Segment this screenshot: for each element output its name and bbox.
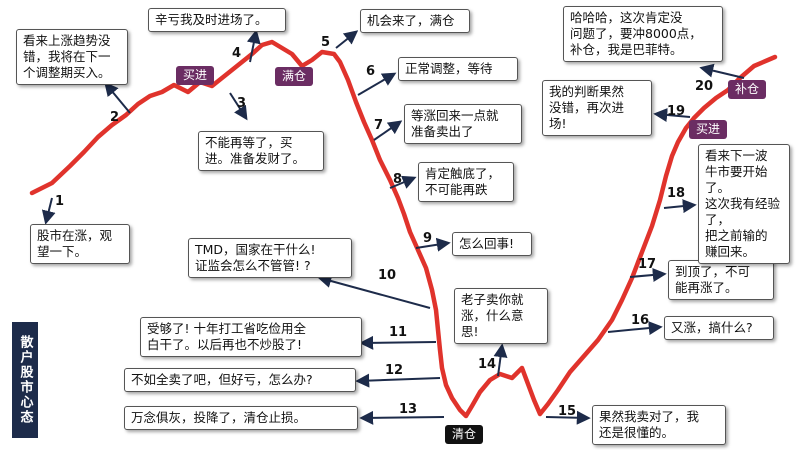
thought-box-9: 怎么回事! <box>452 232 532 256</box>
step-number-9: 9 <box>423 231 433 246</box>
thought-box-1: 股市在涨，观 望一下。 <box>30 224 130 264</box>
step-number-5: 5 <box>321 35 331 50</box>
thought-box-11: 受够了! 十年打工省吃俭用全 白干了。以后再也不炒股了! <box>140 317 362 357</box>
step-number-2: 2 <box>110 110 120 125</box>
step-number-17: 17 <box>638 257 657 272</box>
thought-box-7: 等涨回来一点就 准备卖出了 <box>404 104 522 144</box>
thought-box-4: 辛亏我及时进场了。 <box>148 8 286 32</box>
buy-tag-2: 买进 <box>689 120 728 139</box>
diagram-title: 散户股市心态 <box>12 322 38 438</box>
step-number-4: 4 <box>232 46 242 61</box>
thought-box-12: 不如全卖了吧，但好亏，怎么办? <box>124 368 356 392</box>
step-number-13: 13 <box>399 402 418 417</box>
clear-position-tag: 清仓 <box>445 425 484 444</box>
thought-box-8: 肯定触底了， 不可能再跌 <box>418 162 514 202</box>
pointer-arrows <box>41 29 745 425</box>
market-price-line <box>29 39 778 419</box>
thought-box-15: 果然我卖对了，我 还是很懂的。 <box>592 405 726 445</box>
step-number-12: 12 <box>385 363 404 378</box>
step-number-10: 10 <box>378 268 397 283</box>
step-number-19: 19 <box>667 104 686 119</box>
step-number-3: 3 <box>237 96 247 111</box>
step-number-16: 16 <box>631 313 650 328</box>
step-number-1: 1 <box>55 194 65 209</box>
thought-box-20: 哈哈哈，这次肯定没 问题了，要冲8000点， 补仓，我是巴菲特。 <box>563 6 723 62</box>
thought-box-6: 正常调整，等待 <box>398 57 518 81</box>
thought-box-19: 我的判断果然 没错，再次进 场! <box>542 80 652 136</box>
thought-box-5: 机会来了，满仓 <box>360 9 470 33</box>
step-number-7: 7 <box>374 118 384 133</box>
thought-box-18: 看来下一波 牛市要开始了。 这次我有经验了， 把之前输的 赚回来。 <box>698 144 790 264</box>
step-number-11: 11 <box>389 325 408 340</box>
buy-tag-1: 买进 <box>176 66 215 85</box>
thought-box-10: TMD，国家在干什么! 证监会怎么不管管! ? <box>188 238 352 278</box>
thought-box-3: 不能再等了，买 进。准备发财了。 <box>198 131 324 171</box>
thought-box-16: 又涨，搞什么? <box>664 316 774 340</box>
step-number-20: 20 <box>695 79 714 94</box>
step-number-8: 8 <box>393 172 403 187</box>
thought-box-14: 老子卖你就 涨，什么意 思! <box>454 288 548 344</box>
step-number-6: 6 <box>366 64 376 79</box>
step-number-18: 18 <box>667 186 686 201</box>
step-number-15: 15 <box>558 404 577 419</box>
cover-position-tag: 补仓 <box>728 80 767 99</box>
thought-box-13: 万念俱灰，投降了，清仓止损。 <box>124 406 358 430</box>
step-number-14: 14 <box>478 357 497 372</box>
thought-box-2: 看来上涨趋势没 错，我将在下一 个调整期买入。 <box>16 29 128 85</box>
full-position-tag: 满仓 <box>275 67 314 86</box>
thought-box-17: 到顶了，不可 能再涨了。 <box>668 260 774 300</box>
